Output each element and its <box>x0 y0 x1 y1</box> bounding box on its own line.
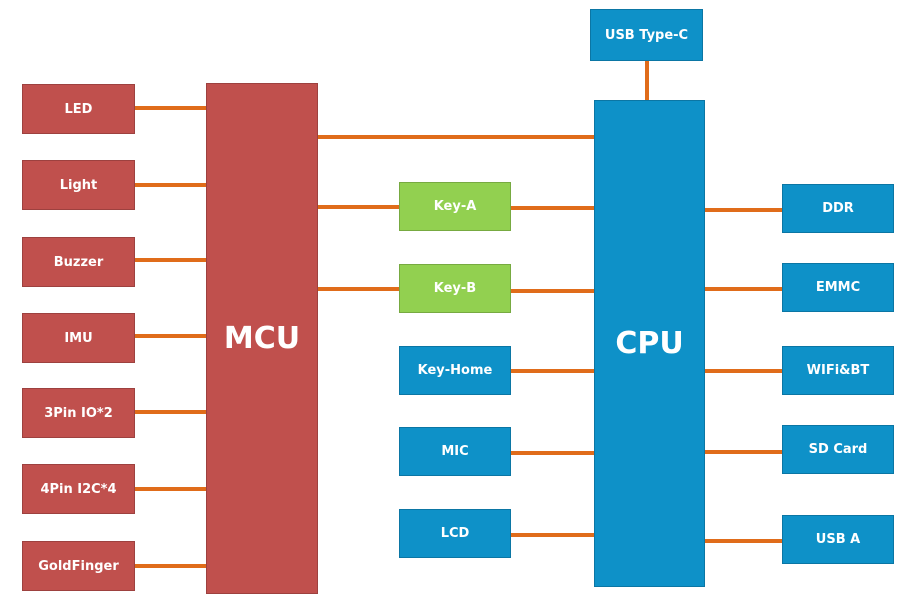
lcd-block: LCD <box>399 509 511 558</box>
wire-mcu-keya <box>318 205 399 209</box>
4pin-i2c-block: 4Pin I2C*4 <box>22 464 135 514</box>
wire-light-mcu <box>135 183 206 187</box>
key-a-block: Key-A <box>399 182 511 231</box>
wire-mcu-keyb <box>318 287 399 291</box>
usb-a-block: USB A <box>782 515 894 564</box>
wire-cpu-sdcard <box>705 450 782 454</box>
wire-buzzer-mcu <box>135 258 206 262</box>
light-block: Light <box>22 160 135 210</box>
key-home-block: Key-Home <box>399 346 511 395</box>
wire-mic-cpu <box>511 451 594 455</box>
usb-type-c-block: USB Type-C <box>590 9 703 61</box>
wire-keyb-cpu <box>511 289 594 293</box>
sd-card-block: SD Card <box>782 425 894 474</box>
key-b-block: Key-B <box>399 264 511 313</box>
cpu-block: CPU <box>594 100 705 587</box>
emmc-block: EMMC <box>782 263 894 312</box>
mic-block: MIC <box>399 427 511 476</box>
goldfinger-block: GoldFinger <box>22 541 135 591</box>
ddr-block: DDR <box>782 184 894 233</box>
wire-usbc-cpu <box>645 61 649 100</box>
wire-lcd-cpu <box>511 533 594 537</box>
wire-mcu-cpu <box>318 135 594 139</box>
wire-cpu-wifi <box>705 369 782 373</box>
mcu-block: MCU <box>206 83 318 594</box>
buzzer-block: Buzzer <box>22 237 135 287</box>
3pin-io-block: 3Pin IO*2 <box>22 388 135 438</box>
imu-block: IMU <box>22 313 135 363</box>
wire-3pin-mcu <box>135 410 206 414</box>
wire-cpu-usba <box>705 539 782 543</box>
wire-cpu-ddr <box>705 208 782 212</box>
wire-goldfinger-mcu <box>135 564 206 568</box>
wifi-bt-block: WIFi&BT <box>782 346 894 395</box>
wire-led-mcu <box>135 106 206 110</box>
wire-keyhome-cpu <box>511 369 594 373</box>
wire-imu-mcu <box>135 334 206 338</box>
wire-keya-cpu <box>511 206 594 210</box>
led-block: LED <box>22 84 135 134</box>
wire-4pin-mcu <box>135 487 206 491</box>
wire-cpu-emmc <box>705 287 782 291</box>
